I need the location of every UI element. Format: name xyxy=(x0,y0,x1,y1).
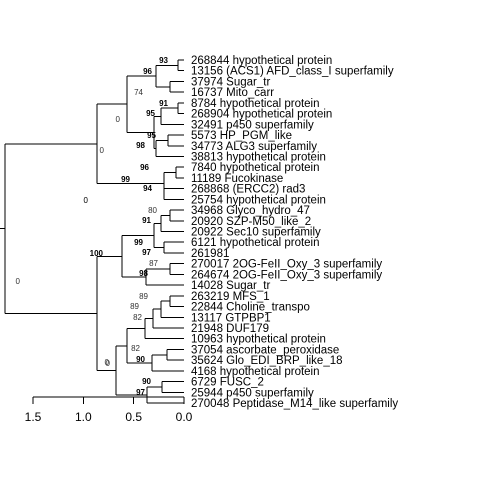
leaf-label: 11189 Fucokinase xyxy=(191,173,283,185)
leaf-label: 20920 SZP-M50_like_2 xyxy=(191,216,311,228)
bootstrap-value: 80 xyxy=(148,206,157,215)
leaf-label: 32491 p450 superfamily xyxy=(191,119,314,131)
bootstrap-value: 82 xyxy=(133,313,142,322)
bootstrap-value: 90 xyxy=(142,377,151,386)
leaf-label: 22844 Choline_transpo xyxy=(191,302,310,314)
bootstrap-value: 95 xyxy=(146,109,155,118)
leaf-label: 270048 Peptidase_M14_like superfamily xyxy=(191,398,398,410)
leaf-label: 34773 ALG3 superfamily xyxy=(191,141,317,153)
leaf-label: 38813 hypothetical protein xyxy=(191,151,326,163)
leaf-label: 13156 (ACS1) AFD_class_I superfamily xyxy=(191,66,394,78)
leaf-label: 13117 GTPBP1 xyxy=(191,312,271,324)
leaf-label: 14028 Sugar_tr xyxy=(191,280,270,292)
bootstrap-value: 0 xyxy=(105,358,110,367)
leaf-label: 5573 HP_PGM_like xyxy=(191,130,292,142)
leaf-label: 268844 hypothetical protein xyxy=(191,55,332,67)
bootstrap-value: 100 xyxy=(90,249,104,258)
leaf-label: 16737 Mito_carr xyxy=(191,87,274,99)
bootstrap-value: 0 xyxy=(100,146,105,155)
leaf-label: 6729 FUSC_2 xyxy=(191,377,264,389)
leaf-label: 20922 Sec10 superfamily xyxy=(191,227,321,239)
leaf-label: 270017 2OG-FeII_Oxy_3 superfamily xyxy=(191,259,382,271)
scale-axis: 1.5 1.0 0.5 0.0 xyxy=(25,396,193,424)
leaf-label: 21948 DUF179 xyxy=(191,323,269,335)
bootstrap-value: 91 xyxy=(159,99,168,108)
leaf-label: 25754 hypothetical protein xyxy=(191,194,326,206)
leaf-label: 35624 Glo_EDI_BRP_like_18 xyxy=(191,355,343,367)
bootstrap-value: 74 xyxy=(134,88,143,97)
leaf-label: 6121 hypothetical protein xyxy=(191,237,320,249)
bootstrap-value: 0 xyxy=(84,196,89,205)
leaf-label: 268868 (ERCC2) rad3 xyxy=(191,184,305,196)
leaf-label: 37054 ascorbate_peroxidase xyxy=(191,344,339,356)
bootstrap-value: 82 xyxy=(131,344,140,353)
axis-tick-label: 1.5 xyxy=(25,410,42,424)
bootstrap-value: 96 xyxy=(143,67,152,76)
leaf-label: 4168 hypothetical protein xyxy=(191,366,320,378)
leaf-label: 34968 Glyco_hydro_47 xyxy=(191,205,310,217)
leaf-label: 37974 Sugar_tr xyxy=(191,76,270,88)
bootstrap-value: 93 xyxy=(159,56,168,65)
bootstrap-value: 99 xyxy=(134,238,143,247)
bootstrap-value: 99 xyxy=(121,175,130,184)
leaf-label: 10963 hypothetical protein xyxy=(191,334,326,346)
bootstrap-value: 90 xyxy=(136,355,145,364)
bootstrap-value: 0 xyxy=(84,196,89,205)
axis-tick-label: 1.0 xyxy=(75,410,92,424)
bootstrap-value: 0 xyxy=(116,115,121,124)
axis-tick-label: 0.0 xyxy=(176,410,193,424)
bootstrap-labels: 9396749195095980969499080919997879810008… xyxy=(16,56,169,397)
bootstrap-value: 0 xyxy=(16,277,21,286)
leaf-label: 7840 hypothetical protein xyxy=(191,162,320,174)
bootstrap-value: 97 xyxy=(142,248,151,257)
bootstrap-value: 98 xyxy=(136,141,145,150)
bootstrap-value: 89 xyxy=(130,302,139,311)
bootstrap-value: 97 xyxy=(136,388,145,397)
bootstrap-value: 95 xyxy=(147,131,156,140)
bootstrap-value: 0 xyxy=(106,359,111,368)
tree-branches xyxy=(0,59,184,404)
leaf-label: 8784 hypothetical protein xyxy=(191,98,320,110)
bootstrap-value: 94 xyxy=(143,184,152,193)
leaf-label: 263219 MFS_1 xyxy=(191,291,270,303)
leaf-label: 264674 2OG-FeII_Oxy_3 superfamily xyxy=(191,269,382,281)
bootstrap-value: 91 xyxy=(142,216,151,225)
bootstrap-value: 87 xyxy=(149,259,158,268)
bootstrap-value: 96 xyxy=(140,163,149,172)
leaf-label: 25944 p450 superfamily xyxy=(191,387,314,399)
axis-tick-label: 0.5 xyxy=(125,410,142,424)
bootstrap-value: 98 xyxy=(139,269,148,278)
leaf-label: 268904 hypothetical protein xyxy=(191,109,332,121)
leaf-label: 261981 xyxy=(191,248,229,260)
bootstrap-value: 89 xyxy=(139,292,148,301)
